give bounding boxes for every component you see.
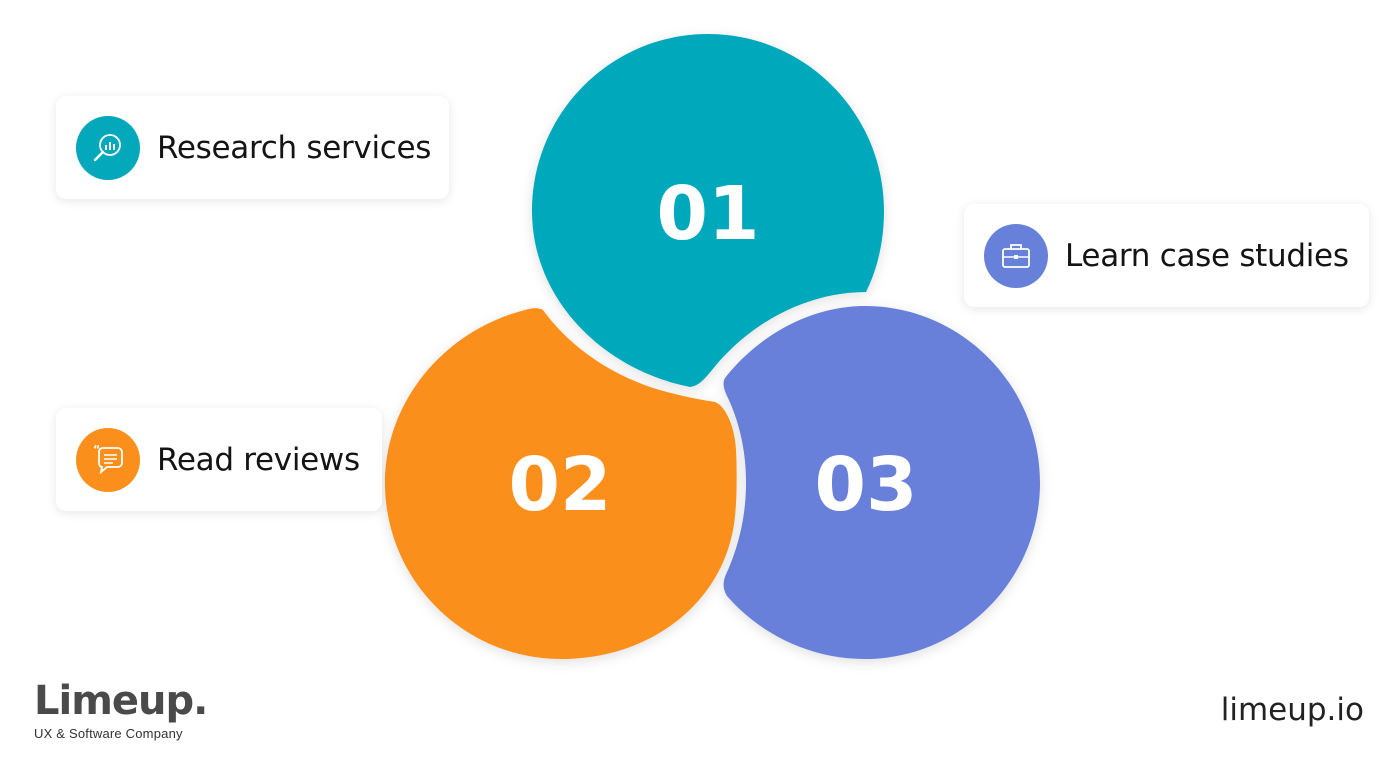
card-research-services: Research services	[56, 96, 449, 199]
circle-01	[532, 34, 884, 387]
card-read-reviews: “ Read reviews	[56, 408, 382, 511]
brand-tagline: UX & Software Company	[34, 726, 183, 741]
chat-quote-icon: “	[76, 427, 140, 492]
step-number-02: 02	[509, 442, 612, 528]
card-learn-case-studies: Learn case studies	[964, 204, 1369, 307]
card-label-research: Research services	[157, 129, 432, 166]
card-label-case-studies: Learn case studies	[1065, 237, 1349, 274]
research-magnifier-icon	[76, 115, 140, 180]
card-label-reviews: Read reviews	[157, 441, 360, 478]
briefcase-icon	[984, 223, 1048, 288]
circle-02	[385, 308, 737, 659]
circle-03	[723, 306, 1040, 659]
brand-logo: Limeup. UX & Software Company	[34, 678, 254, 741]
step-number-01: 01	[657, 171, 760, 257]
step-number-03: 03	[815, 442, 918, 528]
brand-name: Limeup.	[34, 678, 208, 724]
site-url: limeup.io	[1220, 692, 1364, 728]
svg-text:“: “	[93, 443, 100, 456]
